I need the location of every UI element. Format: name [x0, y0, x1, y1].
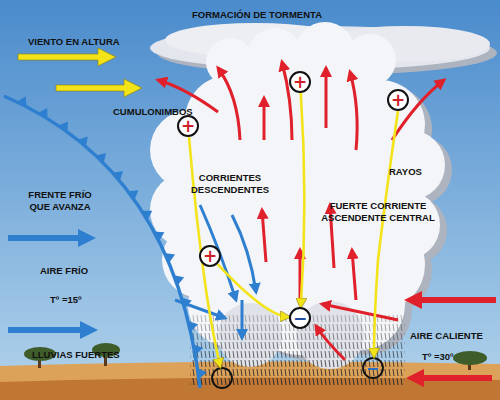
- charge-circle: +: [199, 245, 221, 267]
- front-tooth: [113, 171, 123, 181]
- text-label: CORRIENTES DESCENDENTES: [182, 172, 278, 196]
- front-tooth: [128, 190, 139, 200]
- text-label: AIRE CALIENTE: [410, 330, 500, 342]
- front-tooth: [154, 231, 165, 241]
- ground-strike: [212, 368, 232, 388]
- charge-sign: +: [293, 74, 307, 91]
- front-tooth: [174, 275, 184, 285]
- text-label: Tº =15º: [50, 294, 120, 306]
- charge-sign: +: [181, 118, 195, 135]
- charge-sign: +: [203, 248, 217, 265]
- charge-sign: −: [293, 310, 307, 327]
- front-tooth: [193, 344, 203, 355]
- front-tooth: [38, 108, 47, 119]
- front-tooth: [17, 96, 27, 107]
- text-label: Tº =30º: [422, 351, 492, 363]
- lightning-arrows: [189, 111, 398, 366]
- text-label: FUERTE CORRIENTE ASCENDENTE CENTRAL: [316, 200, 440, 224]
- lightning-connector: [301, 93, 305, 306]
- ground-strike: [363, 358, 383, 378]
- front-tooth: [197, 368, 207, 379]
- ground-charge: [368, 368, 378, 370]
- charge-circle: +: [289, 71, 311, 93]
- wind-arrows: [18, 48, 142, 97]
- front-tooth: [78, 136, 88, 146]
- diagram-title: FORMACIÓN DE TORMENTA: [157, 9, 357, 21]
- text-label: AIRE FRÍO: [40, 265, 120, 277]
- text-label: LLUVIAS FUERTES: [32, 349, 152, 361]
- text-label: CUMULONIMBOS: [113, 106, 213, 118]
- downdraft-arrows: [175, 205, 256, 338]
- charge-circle: +: [177, 115, 199, 137]
- text-label: RAYOS: [389, 166, 449, 178]
- text-label: VIENTO EN ALTURA: [28, 36, 158, 48]
- text-label: FRENTE FRÍO QUE AVANZA: [18, 189, 102, 213]
- front-tooth: [188, 321, 198, 332]
- front-tooth: [58, 121, 68, 132]
- charge-circle: +: [387, 89, 409, 111]
- charge-sign: +: [391, 92, 405, 109]
- lightning-connector: [218, 264, 289, 317]
- front-tooth: [165, 253, 175, 263]
- updraft-arrows: [158, 62, 444, 360]
- cold-air-arrows: [8, 229, 98, 339]
- front-tooth: [96, 153, 106, 163]
- charge-circle: −: [289, 307, 311, 329]
- front-tooth: [142, 211, 153, 220]
- cold-front-line: [4, 96, 200, 388]
